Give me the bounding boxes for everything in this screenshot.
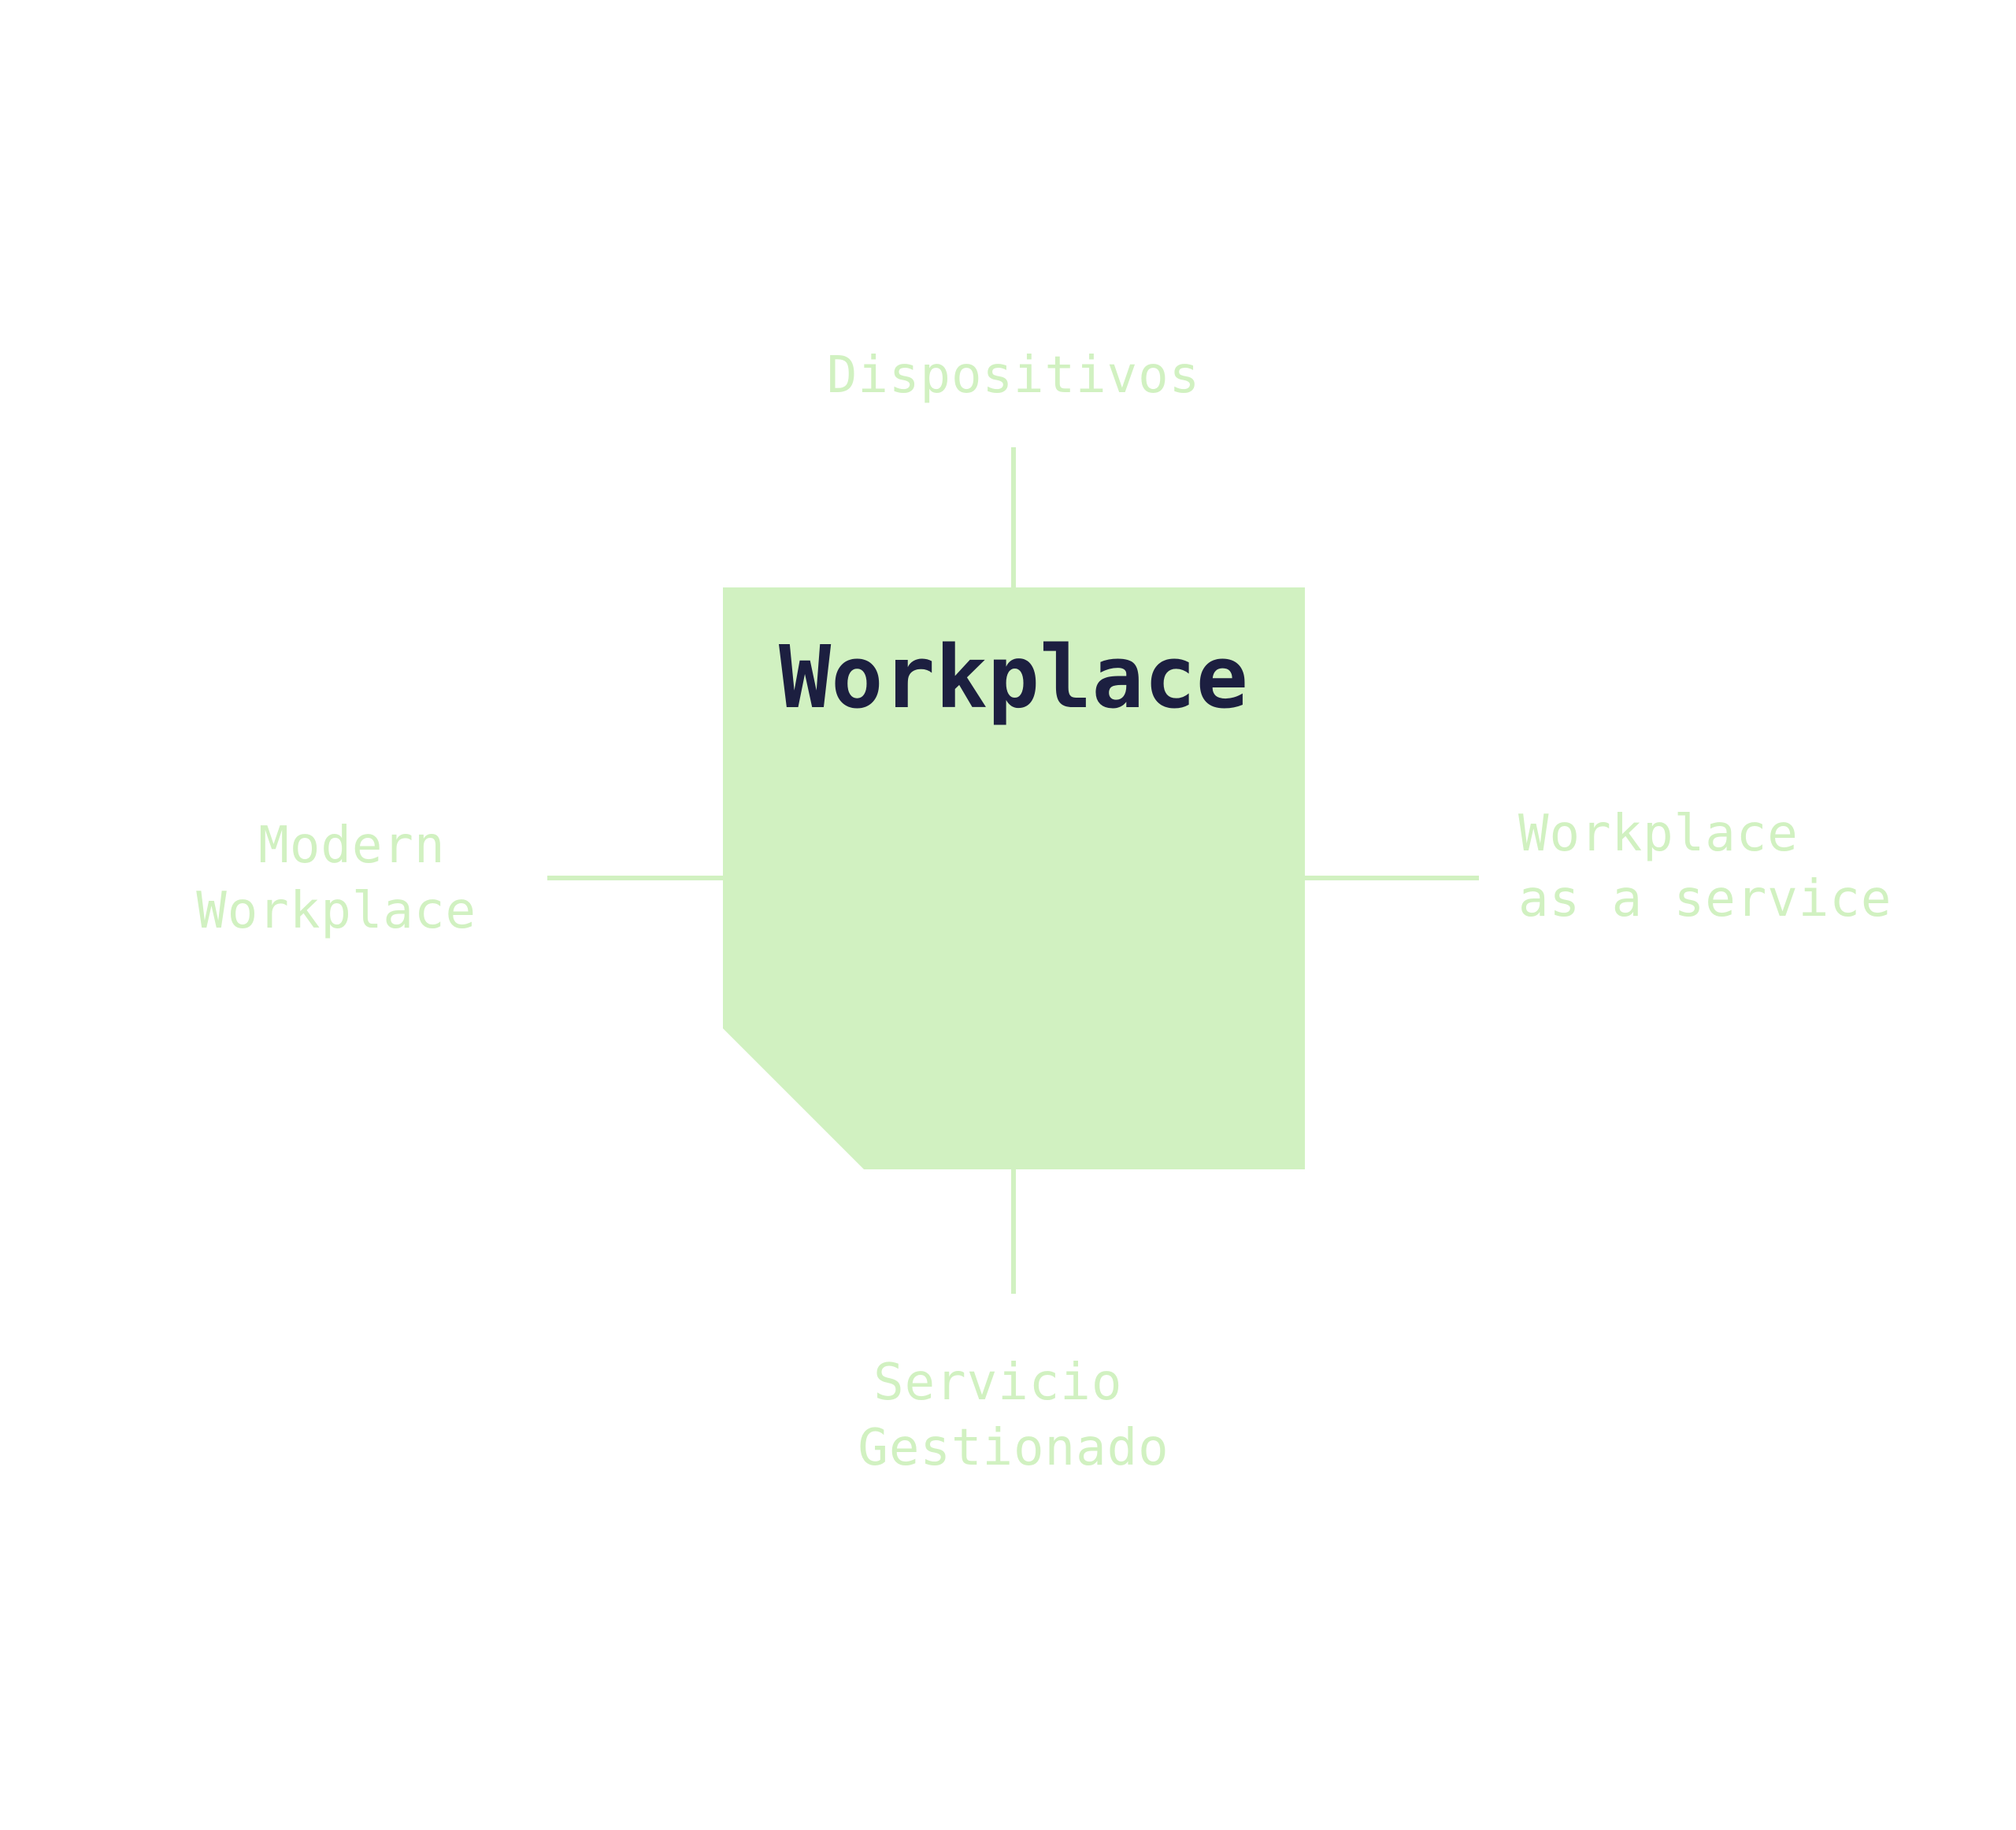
label-servicio-gestionado: Servicio Gestionado bbox=[858, 1354, 1169, 1477]
label-modern-workplace: Modern Workplace bbox=[196, 817, 476, 940]
label-modern-workplace-line-1: Modern bbox=[258, 817, 445, 875]
label-workplace-as-a-service: Workplace as a service bbox=[1518, 805, 1892, 928]
label-modern-workplace-line-2: Workplace bbox=[196, 882, 476, 940]
center-title: Workplace bbox=[779, 627, 1248, 728]
label-workplace-as-a-service-line-1: Workplace bbox=[1518, 805, 1799, 863]
label-workplace-as-a-service-line-2: as a service bbox=[1518, 870, 1892, 928]
label-servicio-gestionado-line-2: Gestionado bbox=[858, 1419, 1169, 1477]
label-dispositivos-line-1: Dispositivos bbox=[827, 346, 1200, 405]
center-box bbox=[723, 587, 1305, 1169]
label-servicio-gestionado-line-1: Servicio bbox=[873, 1354, 1122, 1412]
label-dispositivos: Dispositivos bbox=[827, 346, 1200, 405]
